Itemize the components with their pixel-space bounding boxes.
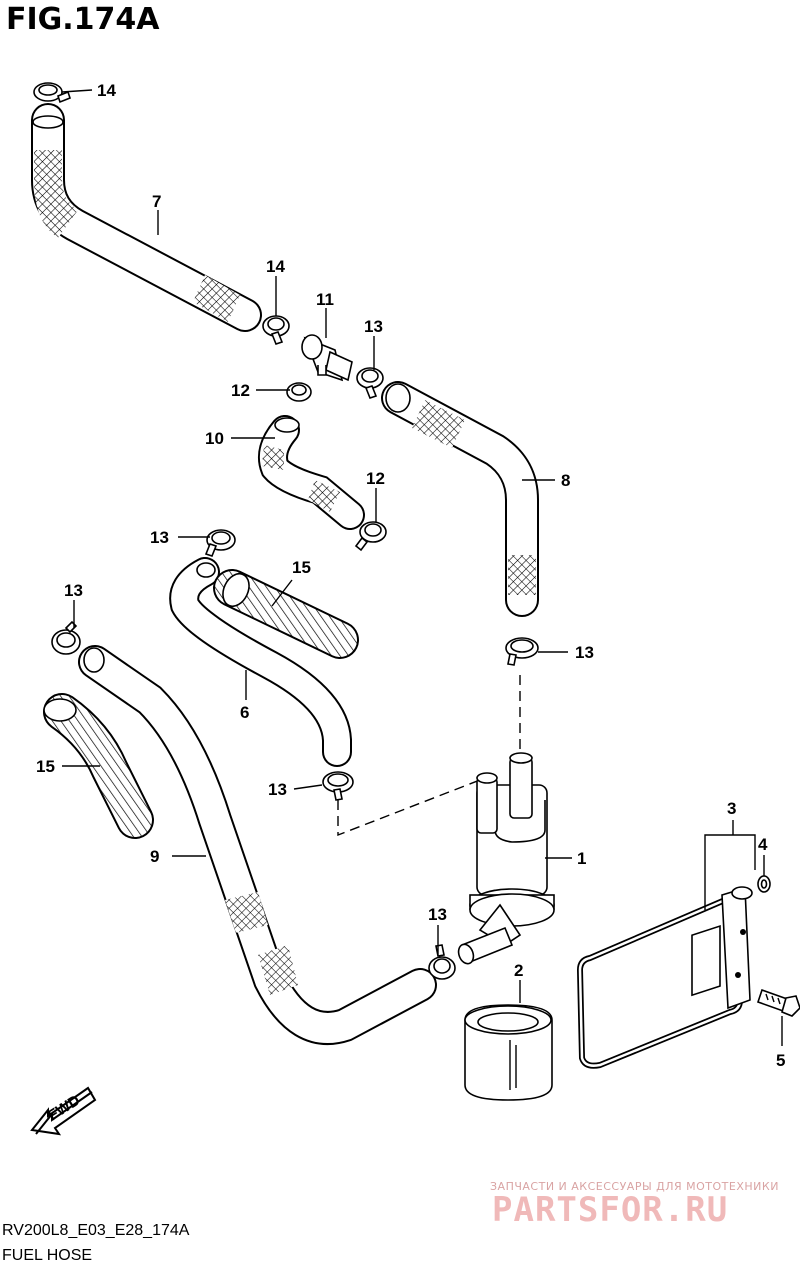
figure-title: FIG.174A <box>6 2 160 37</box>
clamp-13-upper <box>356 367 384 399</box>
clamp-13-left-lower <box>51 620 81 655</box>
callout-13: 13 <box>268 780 287 799</box>
hose-7 <box>31 103 262 332</box>
fwd-arrow: FWD <box>30 1086 97 1136</box>
callout-13: 13 <box>364 317 383 336</box>
leader-lines <box>61 89 783 1046</box>
clamp-14-mid <box>262 315 290 345</box>
watermark-logo: PARTSFOR.RU <box>492 1190 729 1230</box>
callout-9: 9 <box>150 847 159 866</box>
callout-labels: 14 7 14 11 13 12 10 12 8 13 15 13 13 6 1… <box>36 81 785 1070</box>
callout-15: 15 <box>292 558 311 577</box>
callout-13: 13 <box>428 905 447 924</box>
callout-14: 14 <box>266 257 285 276</box>
callout-1: 1 <box>577 849 586 868</box>
callout-4: 4 <box>758 835 768 854</box>
callout-12: 12 <box>366 469 385 488</box>
callout-3: 3 <box>727 799 736 818</box>
callout-7: 7 <box>152 192 161 211</box>
watermark-tagline: ЗАПЧАСТИ И АКСЕССУАРЫ ДЛЯ МОТОТЕХНИКИ <box>490 1180 779 1193</box>
filter-cushion-2 <box>464 1004 553 1101</box>
bracket-3 <box>576 886 753 1069</box>
callout-2: 2 <box>514 961 523 980</box>
fuel-filter-1 <box>457 752 555 965</box>
callout-8: 8 <box>561 471 570 490</box>
callout-13: 13 <box>64 581 83 600</box>
callout-13: 13 <box>575 643 594 662</box>
washer-4 <box>757 875 771 893</box>
hose-9 <box>78 645 437 1045</box>
hose-6 <box>169 557 352 767</box>
clamp-13-filter-bottom <box>428 944 456 980</box>
clamp-12-lower <box>354 521 387 552</box>
reference-code: RV200L8_E03_E28_174A <box>2 1222 190 1239</box>
protector-15-lower <box>43 693 154 839</box>
callout-13: 13 <box>150 528 169 547</box>
clamp-12-upper <box>286 382 312 402</box>
clamp-13-filter-top <box>505 637 539 666</box>
bolt-5 <box>756 988 800 1017</box>
callout-5: 5 <box>776 1051 785 1070</box>
joint-11 <box>301 334 353 382</box>
protector-15-upper <box>213 569 359 659</box>
callout-14: 14 <box>97 81 116 100</box>
hose-8 <box>381 381 539 617</box>
callout-12: 12 <box>231 381 250 400</box>
callout-10: 10 <box>205 429 224 448</box>
callout-6: 6 <box>240 703 249 722</box>
clamp-13-hose6-bottom <box>322 771 354 801</box>
figure-caption: FUEL HOSE <box>2 1247 93 1264</box>
hose-10 <box>258 415 365 530</box>
clamp-13-left-upper <box>204 529 236 557</box>
alignment-line-hose6 <box>337 779 481 837</box>
callout-11: 11 <box>316 290 334 309</box>
callout-15: 15 <box>36 757 55 776</box>
